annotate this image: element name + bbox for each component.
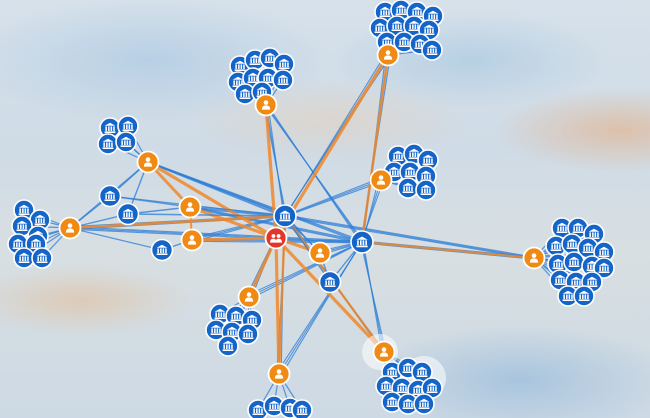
institution-node[interactable]	[415, 179, 437, 201]
institution-node[interactable]	[237, 323, 259, 345]
person-node[interactable]	[180, 228, 204, 252]
edge-inst-person	[69, 227, 163, 251]
person-node[interactable]	[136, 150, 160, 174]
institution-node[interactable]	[97, 133, 119, 155]
edge-person-hub	[194, 216, 285, 242]
institution-node[interactable]	[150, 238, 174, 262]
institution-node[interactable]	[397, 177, 419, 199]
hub-institution-node[interactable]	[350, 230, 374, 254]
edge-person-hub	[360, 54, 390, 243]
edge-person-hub	[284, 215, 535, 259]
institution-node[interactable]	[115, 131, 137, 153]
edge-person-hub	[280, 242, 362, 376]
edge-person-highlight	[191, 236, 277, 242]
edge-person-hub	[286, 214, 532, 258]
person-node[interactable]	[58, 216, 82, 240]
person-node[interactable]	[369, 168, 393, 192]
institution-node[interactable]	[272, 69, 294, 91]
edge-person-hub	[267, 106, 285, 217]
institution-node[interactable]	[98, 184, 122, 208]
institution-node[interactable]	[116, 202, 140, 226]
person-node[interactable]	[267, 362, 291, 386]
edge-person-hub	[189, 214, 287, 240]
institution-node[interactable]	[31, 247, 53, 269]
person-node[interactable]	[372, 340, 396, 364]
edge-person-hub	[147, 161, 363, 243]
institution-node[interactable]	[413, 393, 435, 415]
edge-inst-hub	[284, 215, 331, 283]
institution-node[interactable]	[217, 335, 239, 357]
person-node[interactable]	[237, 285, 261, 309]
hub-institution-node[interactable]	[273, 204, 297, 228]
person-node[interactable]	[308, 241, 332, 265]
highlighted-group-node[interactable]	[264, 226, 288, 250]
institution-node[interactable]	[593, 257, 615, 279]
edge-person-hub	[284, 179, 382, 217]
edge-person-hub	[150, 162, 362, 244]
person-node[interactable]	[522, 246, 546, 270]
edge-person-hub	[191, 215, 286, 241]
institution-node[interactable]	[291, 399, 313, 418]
edge-person-highlight	[274, 237, 281, 375]
edge-person-hub	[69, 214, 286, 230]
edge-person-hub	[283, 216, 537, 260]
edge-person-highlight	[274, 236, 386, 354]
person-node[interactable]	[254, 93, 278, 117]
edge-inst-hub	[127, 213, 286, 217]
institution-node[interactable]	[13, 247, 35, 269]
institution-node[interactable]	[563, 251, 585, 273]
institution-node[interactable]	[318, 270, 342, 294]
person-node[interactable]	[376, 43, 400, 67]
edge-person-highlight	[189, 205, 277, 240]
institution-node[interactable]	[421, 39, 443, 61]
edge-person-hub	[145, 160, 364, 242]
edge-person-hub	[283, 180, 384, 218]
edge-person-highlight	[274, 54, 390, 239]
edge-person-hub	[285, 178, 380, 216]
edge-person-hub	[361, 240, 535, 260]
edge-person-highlight	[147, 160, 277, 240]
institution-node[interactable]	[573, 285, 595, 307]
person-node[interactable]	[178, 195, 202, 219]
